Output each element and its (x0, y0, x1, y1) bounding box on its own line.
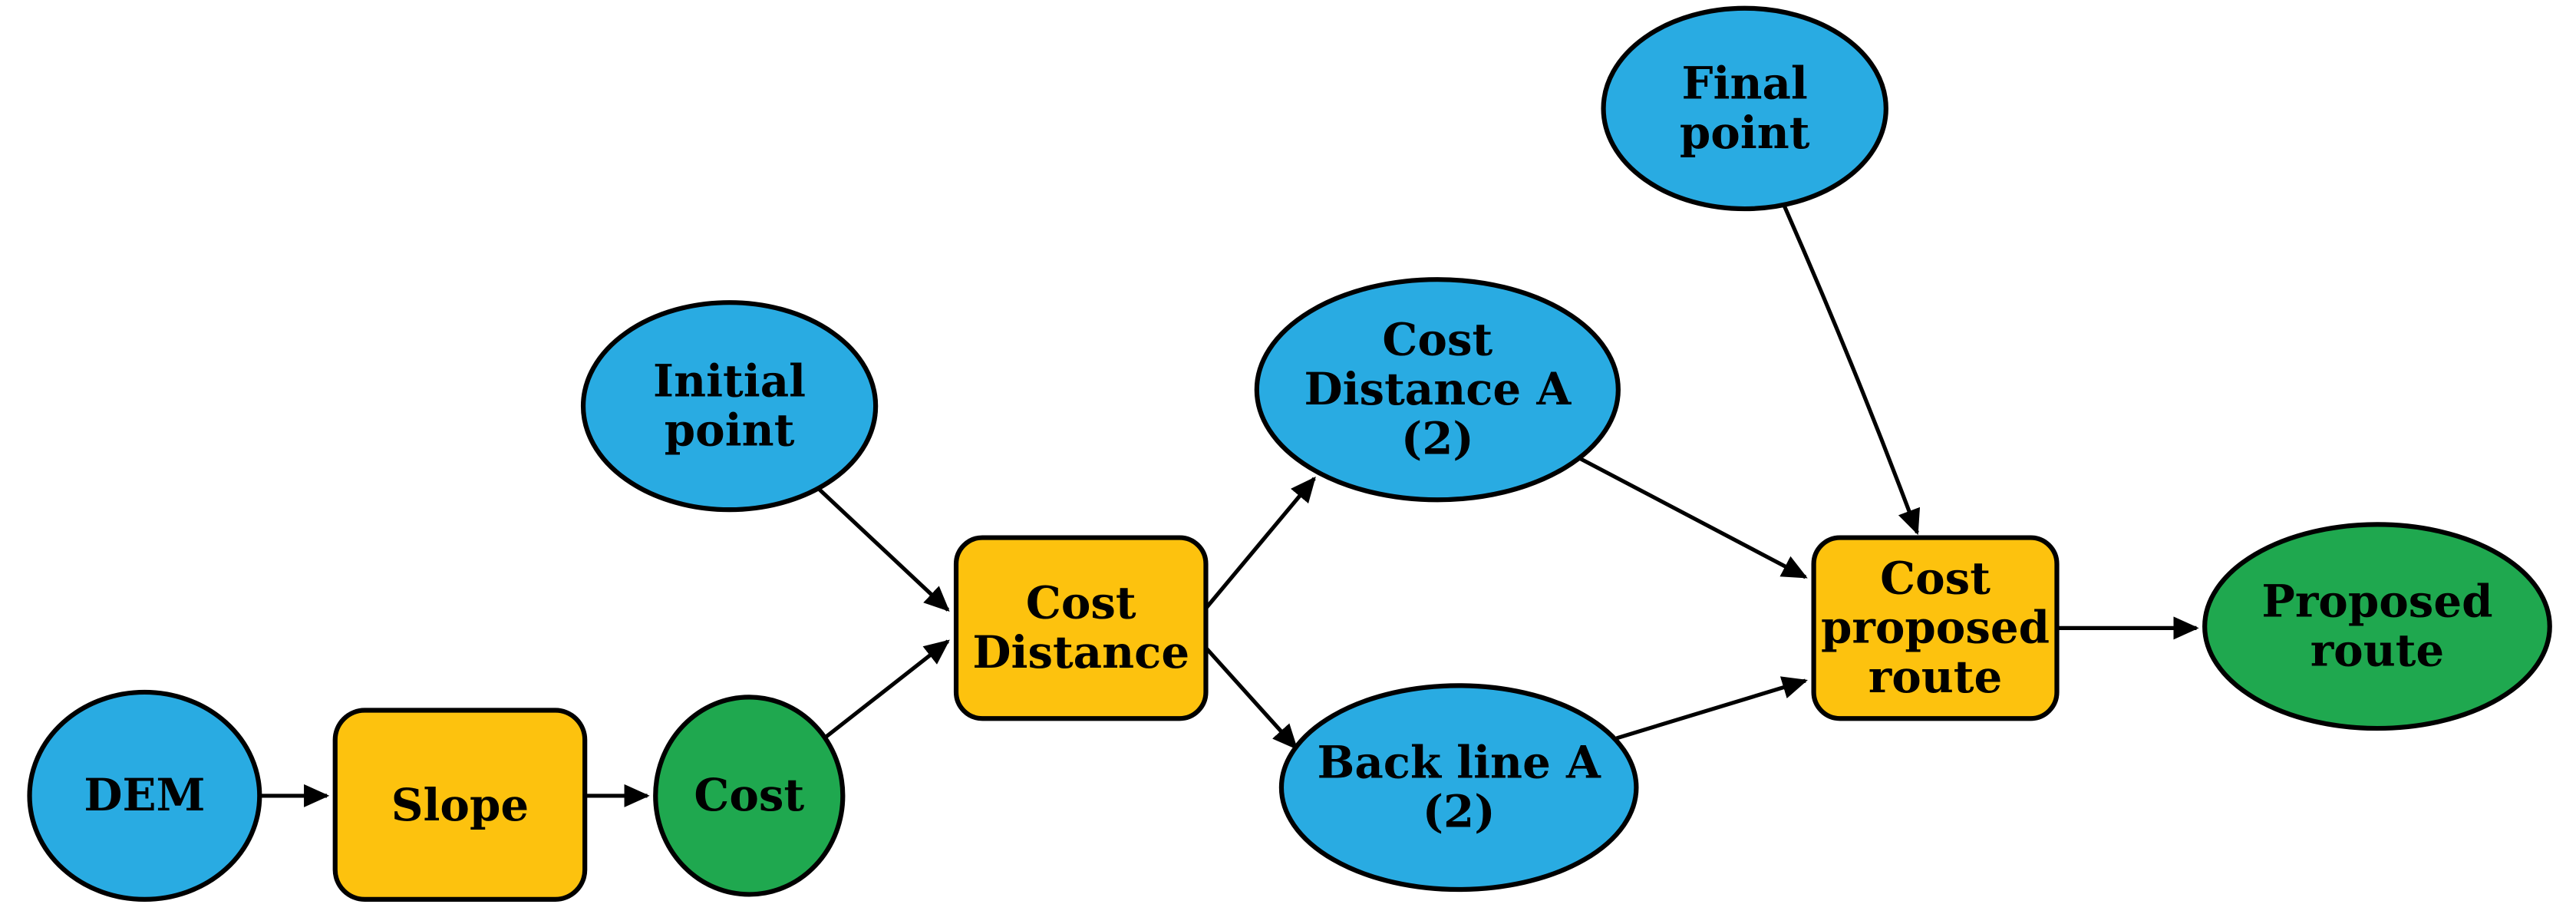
edge-back-line-a-2-to-cost-proposed-route (1615, 676, 1808, 741)
initial-point-label-line2: point (665, 404, 795, 457)
node-cost: Cost (653, 695, 846, 897)
final-point-label-line2: point (1680, 107, 1810, 159)
edge-final-point-to-cost-proposed-route (1782, 204, 1921, 536)
node-cost-distance-a-2: Cost Distance A (2) (1254, 277, 1621, 503)
cost-distance-a-2-label-line3: (2) (1401, 412, 1474, 464)
cost-label: Cost (694, 769, 804, 821)
slope-box (332, 708, 588, 902)
edges (261, 204, 2199, 807)
proposed-route-label-line1: Proposed (2261, 575, 2492, 627)
dem-label: DEM (84, 769, 205, 821)
initial-point-ellipse (580, 300, 879, 513)
node-initial-point: Initial point (580, 300, 879, 513)
proposed-route-ellipse (2202, 522, 2552, 731)
final-point-label-line1: Final (1681, 58, 1807, 110)
cost-distance-label-line1: Cost (1026, 577, 1136, 629)
cost-distance-a-2-label-line2: Distance A (1304, 363, 1572, 415)
node-slope: Slope (332, 708, 588, 902)
back-line-a-2-ellipse (1278, 683, 1639, 893)
cost-proposed-route-label-line3: route (1869, 651, 2002, 703)
back-line-a-2-label-line1: Back line A (1317, 736, 1601, 788)
node-cost-proposed-route: Cost proposed route (1811, 535, 2060, 721)
cost-distance-a-2-ellipse (1254, 277, 1621, 503)
cost-proposed-route-label-line1: Cost (1880, 552, 1991, 604)
cost-distance-box (953, 535, 1209, 721)
edge-cost-distance-to-back-line-a-2 (1204, 646, 1298, 751)
cost-proposed-route-box (1811, 535, 2060, 721)
cost-proposed-route-label-line2: proposed (1821, 602, 2050, 654)
node-dem: DEM (27, 689, 262, 902)
node-back-line-a-2: Back line A (2) (1278, 683, 1639, 893)
proposed-route-label-line2: route (2310, 625, 2444, 677)
back-line-a-2-label-line2: (2) (1423, 786, 1496, 838)
edge-initial-point-to-cost-distance (816, 487, 950, 612)
cost-distance-label-line2: Distance (972, 626, 1189, 678)
edge-cost-distance-a-2-to-cost-proposed-route (1579, 457, 1808, 579)
node-cost-distance: Cost Distance (953, 535, 1209, 721)
dem-ellipse (27, 689, 262, 902)
initial-point-label-line1: Initial (653, 355, 806, 407)
node-final-point: Final point (1601, 5, 1888, 212)
cost-ellipse (653, 695, 846, 897)
edge-cost-distance-to-cost-distance-a-2 (1204, 476, 1316, 610)
node-proposed-route: Proposed route (2202, 522, 2552, 731)
cost-distance-a-2-label-line1: Cost (1382, 314, 1492, 366)
edge-cost-to-cost-distance (825, 639, 950, 738)
final-point-ellipse (1601, 5, 1888, 212)
slope-label: Slope (391, 779, 529, 831)
